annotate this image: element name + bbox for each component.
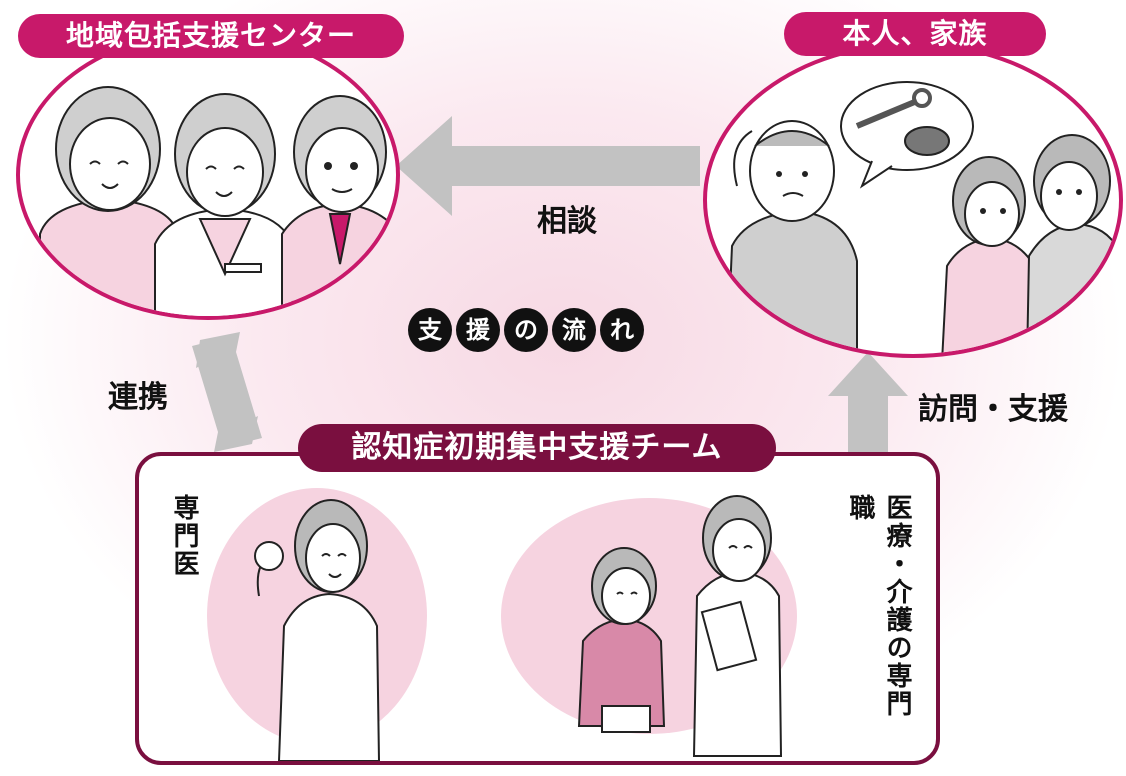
cooperate-arrow (192, 332, 262, 452)
center-label: 地域包括支援センター (18, 14, 404, 58)
care-professionals-label: 医療・介護の専門職 (845, 494, 912, 718)
flow-char-4: 流 (552, 308, 596, 352)
doctor-figure (254, 499, 381, 762)
family-label: 本人、家族 (784, 12, 1046, 56)
flow-char-3: の (504, 308, 548, 352)
specialist-doctor-label: 専門医 (169, 494, 199, 578)
care-worker-1 (577, 547, 666, 733)
speech-bubble (840, 81, 974, 189)
flow-char-1: 支 (408, 308, 452, 352)
family-circle (703, 42, 1123, 358)
flow-char-5: れ (600, 308, 644, 352)
staff-person-1 (39, 86, 179, 316)
center-circle (16, 30, 400, 320)
visit-support-label: 訪問・支援 (918, 392, 1068, 427)
team-box (135, 452, 940, 765)
family-illustration (726, 81, 1119, 354)
staff-person-2 (154, 93, 293, 316)
care-worker-2 (692, 495, 783, 757)
family-woman (941, 156, 1038, 354)
team-label: 認知症初期集中支援チーム (298, 424, 776, 472)
cooperate-label: 連携 (108, 380, 168, 415)
flow-char-2: 援 (456, 308, 500, 352)
visit-arrow (828, 352, 908, 460)
consult-label: 相談 (537, 204, 597, 239)
consult-arrow (396, 116, 700, 216)
center-staff-illustration (39, 86, 396, 316)
team-illustration (207, 488, 797, 762)
